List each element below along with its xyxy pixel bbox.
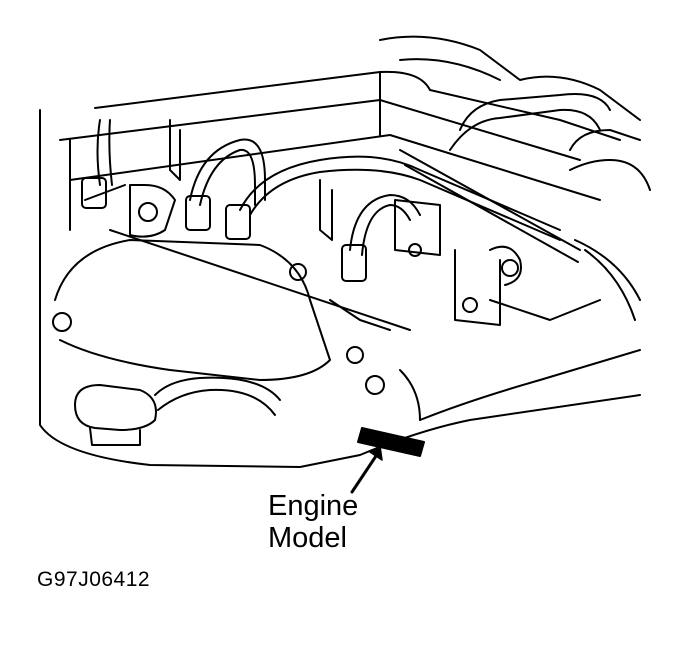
- timing-cover: [52, 239, 385, 395]
- engine-outline: [39, 109, 641, 468]
- figure-code: G97J06412: [37, 568, 151, 591]
- engine-model-label-plate: [357, 427, 425, 457]
- callout-line-engine: Engine: [268, 490, 359, 522]
- callout-arrow: [350, 445, 383, 494]
- intake-manifold: [329, 299, 641, 421]
- oil-filler-cap: [74, 376, 281, 446]
- spark-plug-boots: [81, 177, 367, 282]
- coolant-hoses: [449, 93, 651, 321]
- mounting-bracket: [84, 184, 411, 331]
- engine-model-callout: Engine Model: [268, 490, 358, 554]
- spark-plug-wires: [96, 119, 581, 263]
- callout-line-model: Model: [268, 522, 347, 554]
- cylinder-head: [59, 35, 641, 241]
- ignition-bracket: [394, 199, 522, 326]
